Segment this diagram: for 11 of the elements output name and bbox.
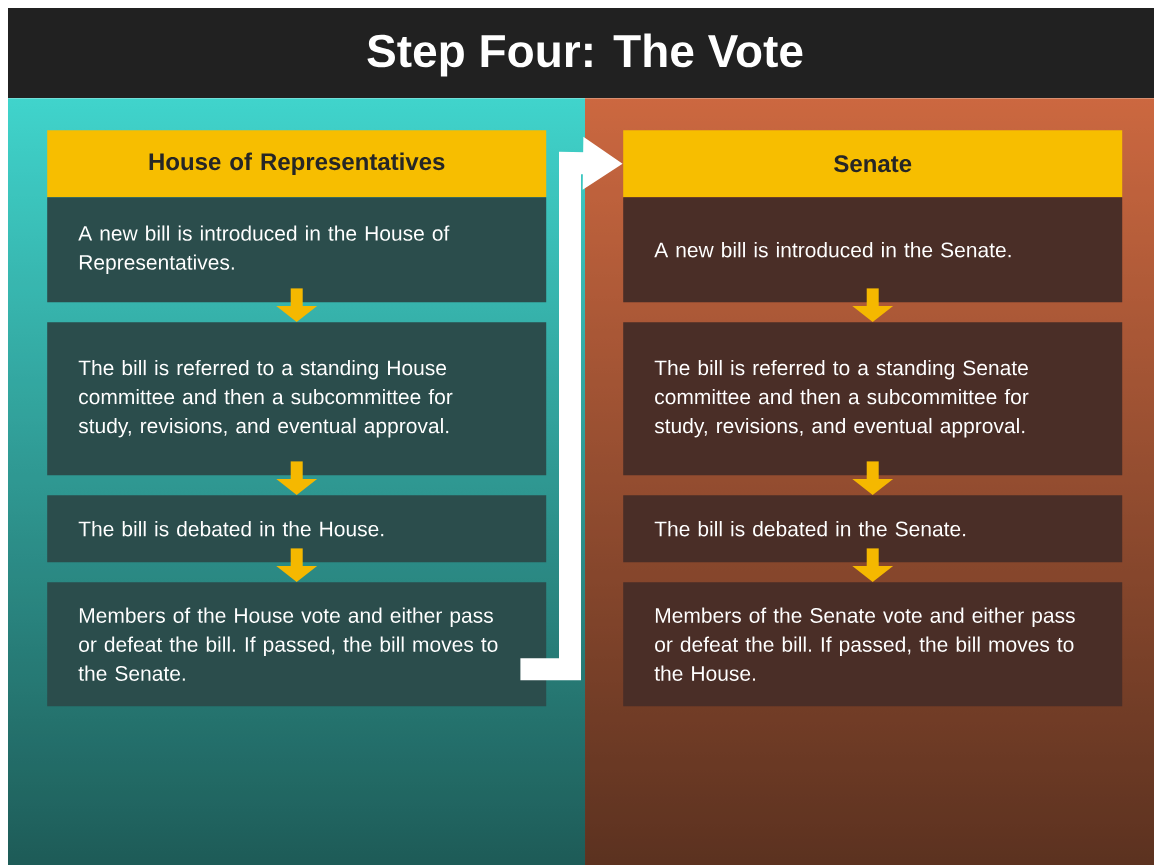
step-box: The bill is debated in the House. xyxy=(47,495,547,563)
step-box: Members of the Senate vote and either pass or defeat the bill. If passed, the bill moves to the House. xyxy=(623,582,1123,707)
step-box: A new bill is introduced in the House of Representatives. xyxy=(47,197,547,303)
title-bar: Step Four: The Vote xyxy=(8,8,1154,98)
step-box: A new bill is introduced in the Senate. xyxy=(623,197,1123,303)
header-box: Senate xyxy=(623,130,1123,198)
header-box: House of Representatives xyxy=(47,130,547,198)
step-box: The bill is referred to a standing House committee and then a subcommittee for study, revisions, and eventual approval. xyxy=(47,322,547,476)
step-box: The bill is referred to a standing Senate committee and then a subcommittee for study, revisions, and eventual approval. xyxy=(623,322,1123,476)
step-box: Members of the House vote and either pass or defeat the bill. If passed, the bill moves to the Senate. xyxy=(47,582,547,707)
step-box: The bill is debated in the Senate. xyxy=(623,495,1123,563)
